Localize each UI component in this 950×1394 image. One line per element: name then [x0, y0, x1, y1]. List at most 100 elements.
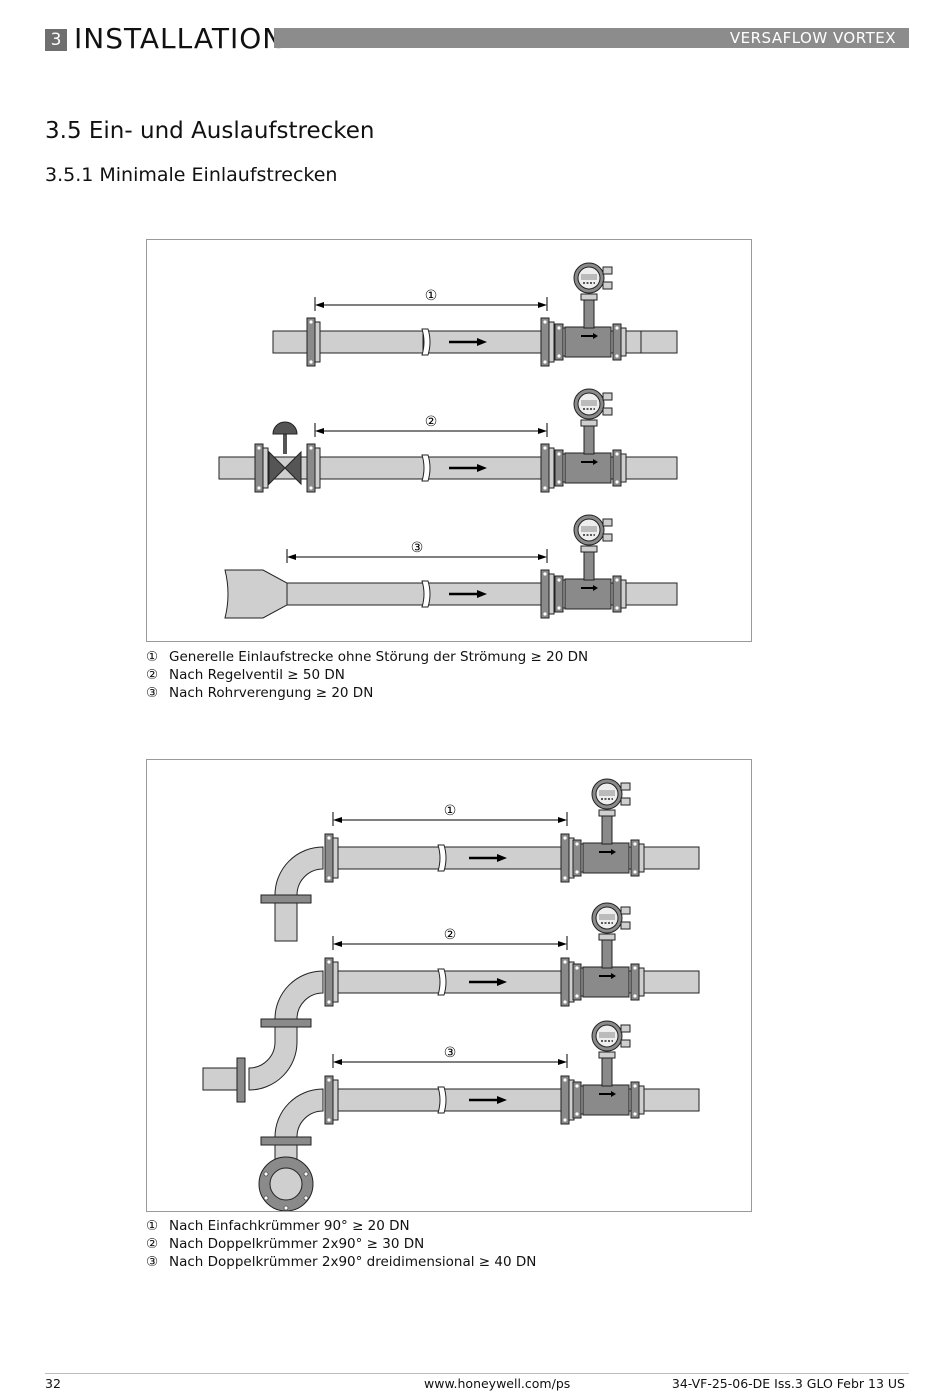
pipe-break	[421, 328, 431, 356]
dimension-arrowhead	[315, 302, 324, 308]
bolt	[257, 446, 261, 450]
control-valve-stem	[283, 434, 287, 454]
flowmeter-stem	[601, 1053, 613, 1087]
bolt	[615, 578, 619, 582]
bolt	[633, 1084, 637, 1088]
pipe-segment	[274, 902, 298, 942]
bolt	[563, 876, 567, 880]
flange-hub	[620, 453, 627, 483]
bolt	[543, 360, 547, 364]
bolt	[543, 320, 547, 324]
bolt	[303, 1171, 309, 1177]
flowmeter-arrow-head	[611, 849, 616, 855]
bolt	[303, 1195, 309, 1201]
flange	[260, 894, 312, 904]
bolt	[557, 326, 561, 330]
flange-hub	[332, 961, 339, 1003]
dimension-marker: ②	[444, 927, 457, 943]
bolt	[543, 446, 547, 450]
bolt	[563, 1118, 567, 1122]
dimension-arrowhead	[538, 302, 547, 308]
bolt	[575, 1084, 579, 1088]
bolt	[327, 1118, 331, 1122]
flowmeter-arrow-head	[593, 585, 598, 591]
display-window	[581, 526, 597, 532]
bolt	[283, 1205, 289, 1211]
flange-hub	[620, 579, 627, 609]
display-window	[581, 400, 597, 406]
pipe-segment	[640, 330, 678, 354]
flowmeter-neck	[598, 809, 616, 817]
dimension-arrowhead	[558, 817, 567, 823]
flowmeter-neck	[580, 545, 598, 553]
flow-arrow-head	[497, 1096, 507, 1104]
bolt	[575, 842, 579, 846]
dimension-arrowhead	[333, 1059, 342, 1065]
bolt	[615, 606, 619, 610]
flange-hub	[548, 573, 555, 615]
pipe-elbow	[248, 1026, 298, 1091]
cable-gland	[602, 518, 613, 527]
flange	[560, 833, 570, 883]
flowmeter-body	[564, 326, 612, 358]
flowmeter-neck	[580, 419, 598, 427]
dimension-arrowhead	[538, 428, 547, 434]
flange	[236, 1057, 246, 1103]
pipe-elbow	[274, 1088, 324, 1138]
flowmeter-neck	[598, 1051, 616, 1059]
flowmeter-body	[564, 452, 612, 484]
chapter-number-badge: 3	[45, 29, 67, 51]
bolt	[557, 606, 561, 610]
bolt	[543, 612, 547, 616]
flange	[254, 443, 264, 493]
flowmeter-neck	[580, 293, 598, 301]
cable-gland	[620, 782, 631, 791]
bolt	[633, 994, 637, 998]
cable-gland	[620, 906, 631, 915]
flange-hub	[314, 321, 321, 363]
pipe-segment	[202, 1067, 238, 1091]
bolt	[615, 452, 619, 456]
dimension-marker: ③	[444, 1045, 457, 1061]
bolt	[615, 326, 619, 330]
bolt	[309, 320, 313, 324]
bolt	[327, 836, 331, 840]
flange-hub	[314, 447, 321, 489]
flowmeter-stem	[601, 811, 613, 845]
dimension-arrowhead	[287, 554, 296, 560]
pipe-elbow	[274, 846, 324, 896]
cable-gland	[602, 281, 613, 290]
flowmeter-body	[582, 1084, 630, 1116]
bolt	[615, 354, 619, 358]
dimension-marker: ①	[425, 288, 438, 304]
cable-gland	[602, 533, 613, 542]
bolt	[257, 486, 261, 490]
bolt	[309, 360, 313, 364]
flowmeter-body	[582, 966, 630, 998]
bolt	[327, 960, 331, 964]
flow-arrow-head	[497, 978, 507, 986]
cable-gland	[602, 407, 613, 416]
flange-hub	[332, 1079, 339, 1121]
bolt	[309, 486, 313, 490]
cable-gland	[620, 921, 631, 930]
flange-hub	[620, 327, 627, 357]
bolt	[575, 1112, 579, 1116]
flange	[324, 833, 334, 883]
bolt	[557, 480, 561, 484]
flow-arrow-head	[477, 464, 487, 472]
pipe-opening	[269, 1167, 303, 1201]
website-link[interactable]: www.honeywell.com/ps	[424, 1376, 571, 1391]
subsection-heading: 3.5.1 Minimale Einlaufstrecken	[45, 164, 338, 186]
flowmeter-arrow-head	[593, 459, 598, 465]
cable-gland	[620, 1024, 631, 1033]
flange-hub	[638, 967, 645, 997]
bolt	[575, 870, 579, 874]
bolt	[563, 1000, 567, 1004]
